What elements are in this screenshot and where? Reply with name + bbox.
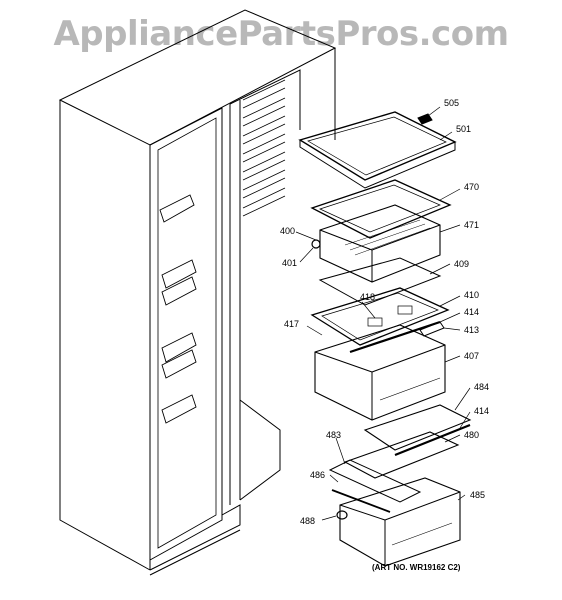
- glass-shelf-501: [298, 111, 457, 189]
- door-shelves: [159, 194, 197, 424]
- cover-frame-480: [343, 431, 460, 479]
- label-407: 407: [464, 351, 479, 361]
- watermark-logo: AppliancePartsPros.com: [53, 14, 509, 54]
- label-501: 501: [456, 124, 471, 134]
- label-483: 483: [326, 430, 341, 440]
- leader-lines: [295, 106, 471, 521]
- label-410: 410: [464, 290, 479, 300]
- art-number: (ART NO. WR19162 C2): [372, 563, 461, 572]
- shelf-rails: [242, 79, 286, 217]
- trim-strip-414a: [349, 320, 441, 354]
- shelf-clip-505: [417, 113, 433, 125]
- part-labels: 505 501 470 471 400 401 409 410 418 414 …: [280, 98, 489, 572]
- refrigerator-cabinet: [58, 9, 337, 576]
- label-486: 486: [310, 470, 325, 480]
- label-413: 413: [464, 325, 479, 335]
- label-418: 418: [360, 292, 375, 302]
- snack-pan-471: [319, 204, 441, 283]
- knob-401: [311, 239, 321, 249]
- trim-strip-414b: [394, 423, 471, 457]
- label-480: 480: [464, 430, 479, 440]
- label-484: 484: [474, 382, 489, 392]
- label-417: 417: [284, 319, 299, 329]
- label-505: 505: [444, 98, 459, 108]
- drawer-slide-483: [328, 459, 422, 503]
- meat-pan-485: [339, 477, 461, 567]
- label-485: 485: [470, 490, 485, 500]
- drawer-cover-484: [363, 404, 472, 451]
- label-401: 401: [282, 258, 297, 268]
- pan-cover-470: [310, 179, 452, 239]
- label-471: 471: [464, 220, 479, 230]
- label-409: 409: [454, 259, 469, 269]
- label-414b: 414: [474, 406, 489, 416]
- label-400: 400: [280, 226, 295, 236]
- crisper-cover-410: [310, 287, 450, 346]
- label-488: 488: [300, 516, 315, 526]
- label-470: 470: [464, 182, 479, 192]
- label-414a: 414: [464, 307, 479, 317]
- glass-insert-409: [318, 257, 442, 306]
- roller-488: [336, 510, 348, 520]
- drawer-slide-486: [331, 489, 391, 513]
- crisper-drawer-407: [314, 324, 446, 421]
